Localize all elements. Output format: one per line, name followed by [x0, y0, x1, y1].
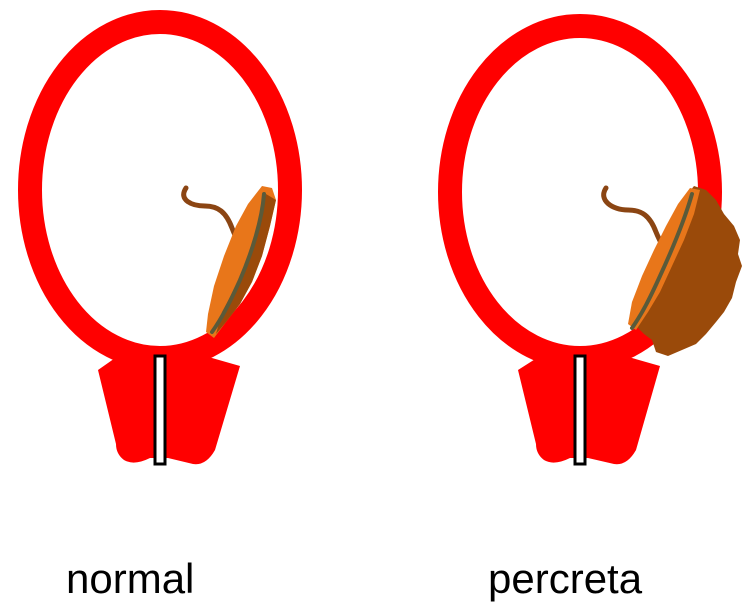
label-percreta: percreta [488, 558, 642, 600]
uterine-lower-segment-normal [98, 356, 240, 464]
uterine-lower-segment-percreta [518, 356, 660, 464]
cervical-canal-normal [155, 356, 165, 464]
uterus-diagram-normal [30, 22, 290, 464]
uterus-diagram-percreta [450, 26, 742, 464]
label-normal: normal [66, 558, 194, 600]
cervical-canal-percreta [575, 356, 585, 464]
uterine-wall-normal [30, 22, 290, 358]
